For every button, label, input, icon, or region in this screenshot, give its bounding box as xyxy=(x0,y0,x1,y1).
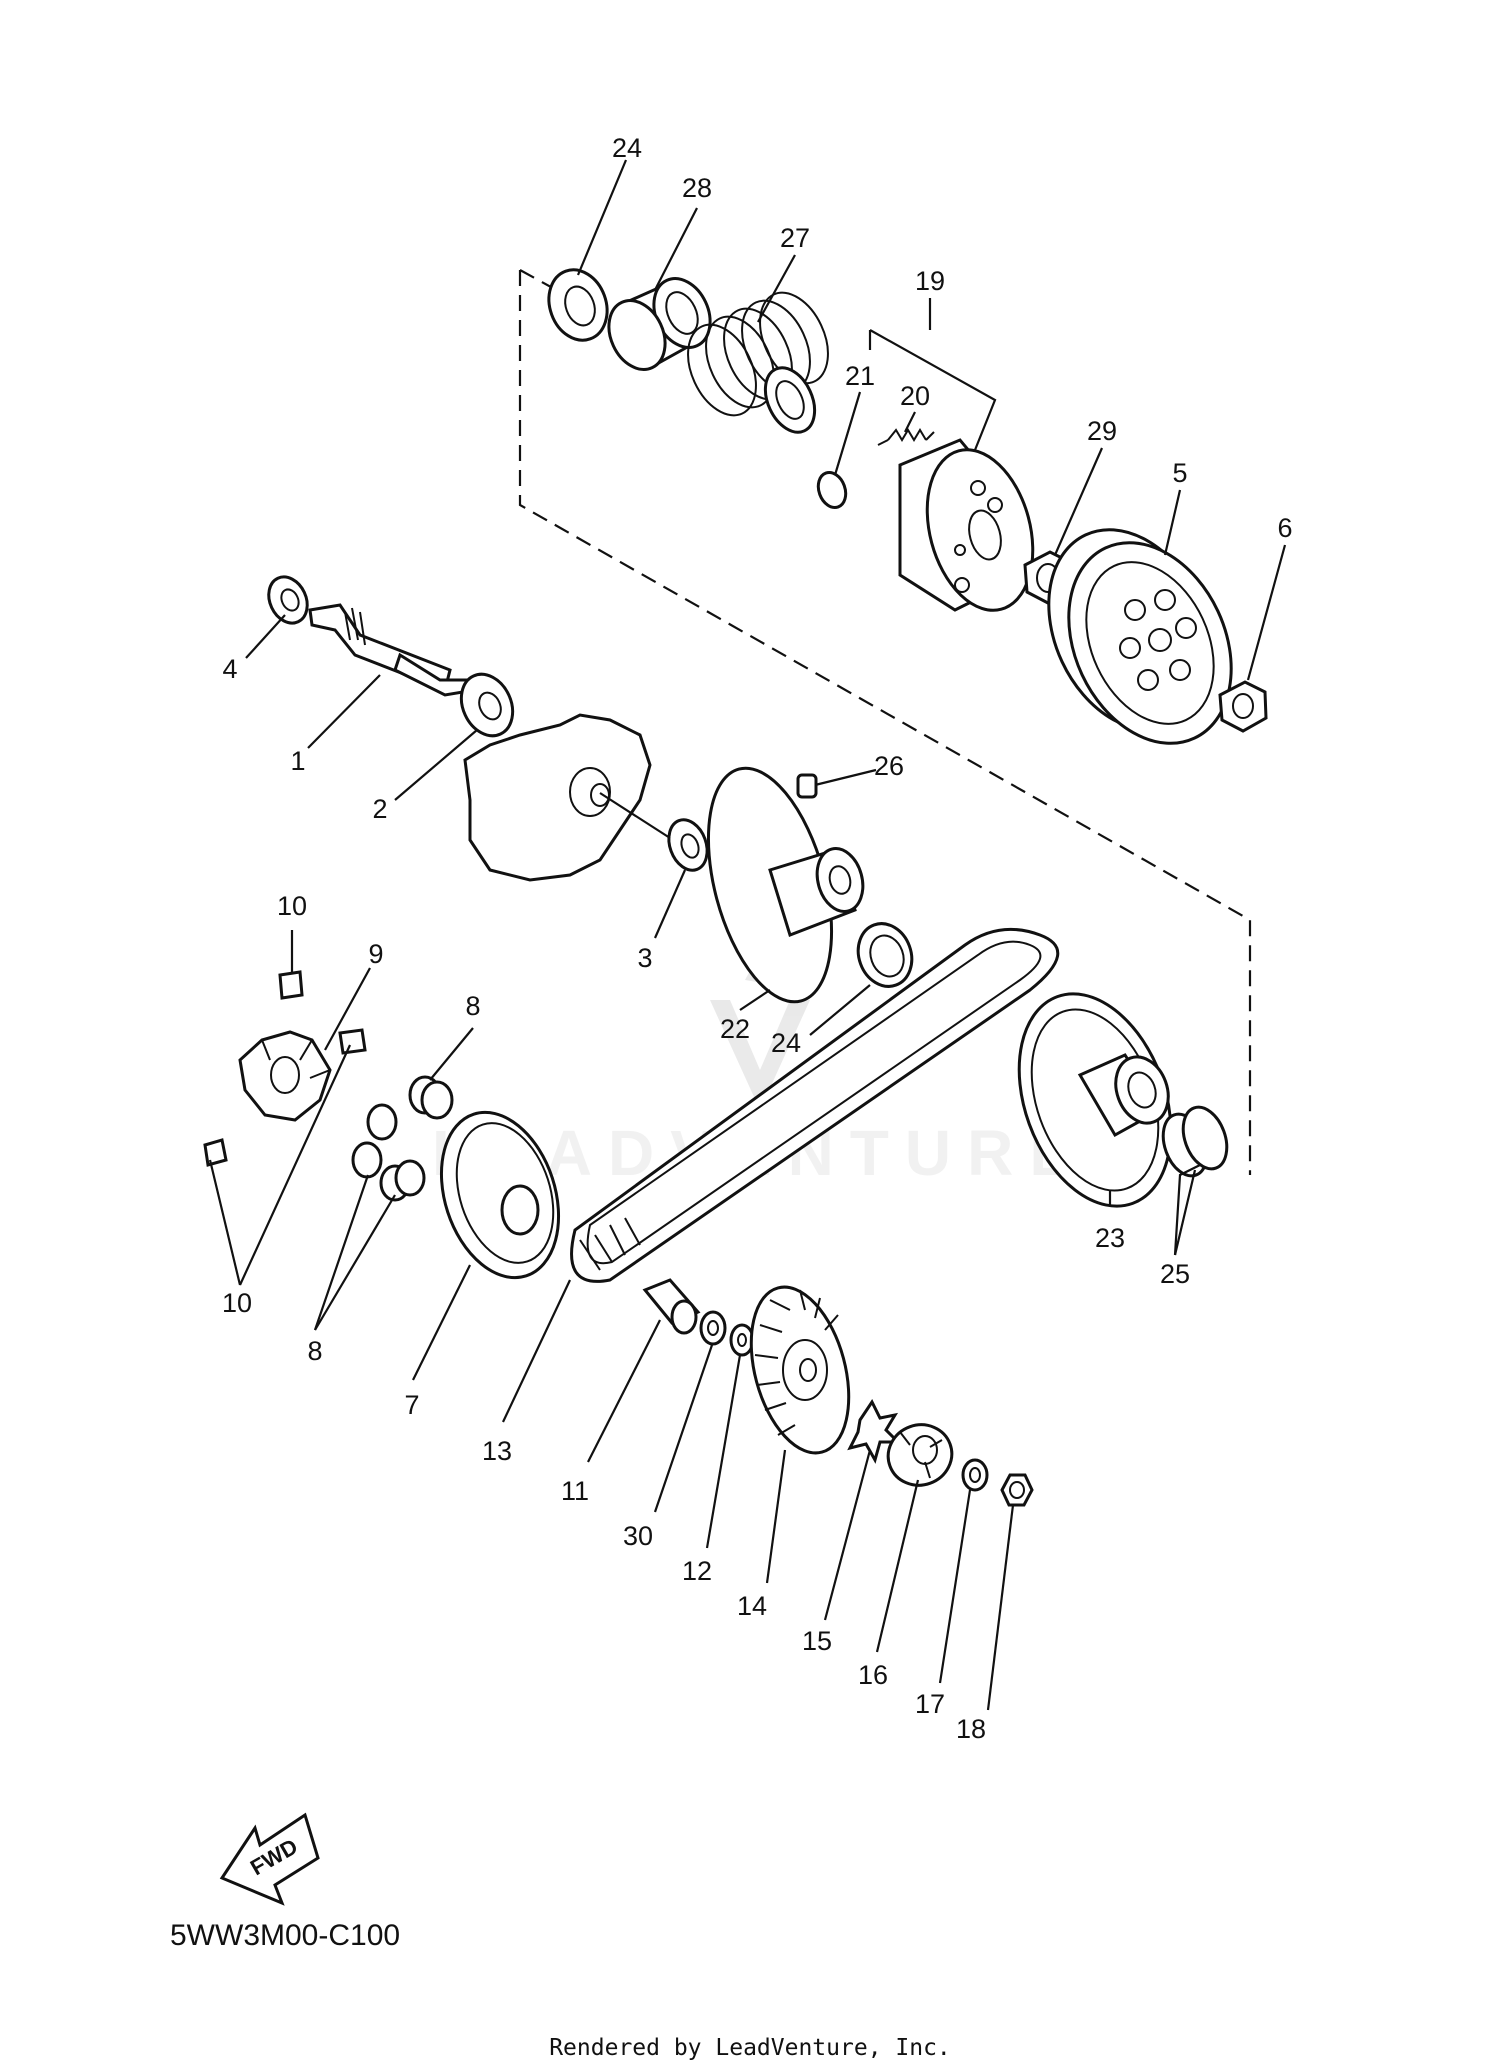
washer-3 xyxy=(667,818,709,872)
label-16: 16 xyxy=(858,1660,888,1690)
part-labels: 24 28 27 19 21 20 29 5 6 4 1 2 26 10 9 3… xyxy=(222,133,1293,1744)
label-8-top: 8 xyxy=(465,991,480,1021)
roller-weights-8 xyxy=(351,1075,454,1202)
label-27: 27 xyxy=(780,223,810,253)
label-1: 1 xyxy=(290,746,305,776)
label-25: 25 xyxy=(1160,1259,1190,1289)
label-13: 13 xyxy=(482,1436,512,1466)
label-19: 19 xyxy=(915,266,945,296)
slider-10-right xyxy=(338,1028,367,1055)
label-28: 28 xyxy=(682,173,712,203)
primary-sliding-sheave-7 xyxy=(439,1110,561,1280)
label-11: 11 xyxy=(561,1476,589,1506)
label-17: 17 xyxy=(915,1689,945,1719)
label-20: 20 xyxy=(900,381,930,411)
cam-9 xyxy=(238,1030,332,1122)
washer-30 xyxy=(699,1310,727,1346)
footer-credit: Rendered by LeadVenture, Inc. xyxy=(549,2035,951,2061)
spring-20 xyxy=(877,428,935,446)
label-18: 18 xyxy=(956,1714,986,1744)
leader-lines xyxy=(208,159,1287,1711)
diagram-code: 5WW3M00-C100 xyxy=(170,1919,400,1952)
circlip-21 xyxy=(816,471,848,509)
label-7: 7 xyxy=(404,1390,419,1420)
nut-6 xyxy=(1218,680,1268,733)
label-9: 9 xyxy=(368,939,383,969)
primary-shaft-1 xyxy=(308,603,478,697)
washer-17 xyxy=(961,1458,989,1492)
label-2: 2 xyxy=(372,794,387,824)
collar-11 xyxy=(642,1278,701,1335)
label-10-top: 10 xyxy=(277,891,307,921)
fwd-arrow-icon: FWD xyxy=(219,1812,320,1906)
oil-seal-24 xyxy=(856,922,914,988)
compression-spring-27 xyxy=(687,291,829,434)
label-4: 4 xyxy=(222,654,237,684)
slider-10-top xyxy=(278,970,304,1000)
label-29: 29 xyxy=(1087,416,1117,446)
plate-15 xyxy=(847,1399,902,1464)
slider-10-bottom xyxy=(203,1138,228,1167)
label-10-bottom: 10 xyxy=(222,1288,252,1318)
label-22: 22 xyxy=(720,1014,750,1044)
v-belt-13 xyxy=(570,927,1060,1283)
label-6: 6 xyxy=(1277,513,1292,543)
label-15: 15 xyxy=(802,1626,832,1656)
clutch-carrier-19 xyxy=(898,438,1035,612)
clutch-housing-5 xyxy=(1047,528,1233,745)
label-24-mid: 24 xyxy=(771,1028,801,1058)
sliding-sheave-23 xyxy=(1017,992,1173,1208)
nut-18 xyxy=(1000,1473,1034,1507)
washer-24-top xyxy=(547,268,609,342)
bearing-4 xyxy=(267,575,309,625)
label-23: 23 xyxy=(1095,1223,1125,1253)
label-8-bottom: 8 xyxy=(307,1336,322,1366)
label-30: 30 xyxy=(623,1521,653,1551)
kick-starter-boss-16 xyxy=(886,1423,954,1487)
label-5: 5 xyxy=(1172,458,1187,488)
label-24-top: 24 xyxy=(612,133,642,163)
label-12: 12 xyxy=(682,1556,712,1586)
pin-26 xyxy=(796,773,818,799)
label-21: 21 xyxy=(845,361,875,391)
label-3: 3 xyxy=(637,943,652,973)
secondary-sheave-22 xyxy=(706,766,865,1004)
bearing-2 xyxy=(459,672,515,738)
collar-28 xyxy=(607,277,712,371)
o-rings-25 xyxy=(1161,1105,1229,1178)
primary-fixed-sheave-14 xyxy=(749,1285,851,1455)
label-26: 26 xyxy=(874,751,904,781)
crankcase-cover xyxy=(463,713,652,882)
label-14: 14 xyxy=(737,1591,767,1621)
